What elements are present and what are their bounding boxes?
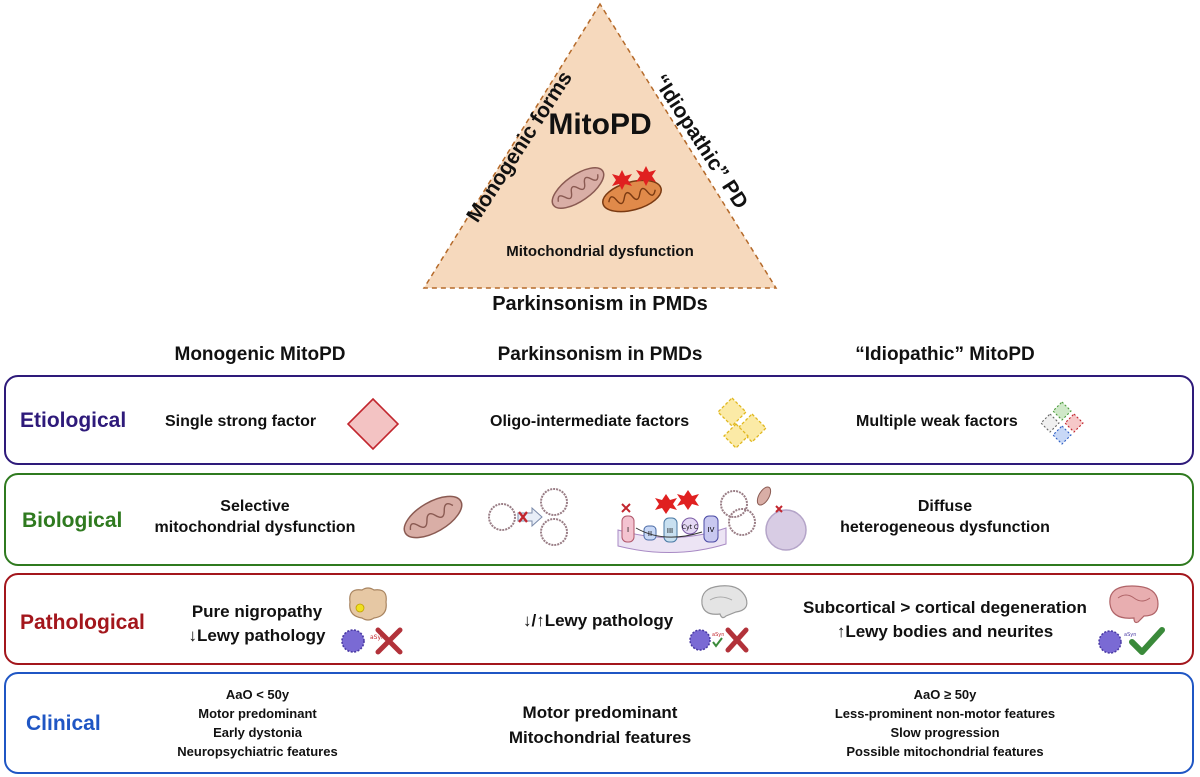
pathological-monogenic-text: Pure nigropathy ↓Lewy pathology: [182, 600, 332, 648]
cross-icon: [725, 627, 749, 653]
biological-idiopathic-line2: heterogeneous dysfunction: [840, 518, 1050, 536]
column-header-pmds: Parkinsonism in PMDs: [497, 344, 703, 365]
biological-row: [4, 473, 1194, 566]
complex-label: Cyt C: [682, 524, 698, 531]
etiological-monogenic-text: Single strong factor: [165, 413, 317, 430]
complex-label: IV: [708, 526, 715, 534]
biological-monogenic-line1: Selective: [220, 498, 290, 515]
mtdna-replication-blocked-icon: [488, 488, 568, 546]
pathological-row: [4, 573, 1194, 665]
brain-lateral-icon: [1109, 585, 1159, 624]
clinical-monogenic-line: Early dystonia: [213, 724, 302, 740]
clinical-monogenic-line: Motor predominant: [198, 705, 317, 721]
pathological-idiopathic-line1: Subcortical > cortical degeneration: [803, 598, 1087, 617]
asyn-present-icon: aSyn: [1098, 627, 1165, 655]
biological-idiopathic-line1: Diffuse: [917, 498, 973, 515]
etiological-pmds-text: Oligo-intermediate factors: [490, 413, 690, 430]
asyn-label: aSyn: [370, 634, 385, 641]
midbrain-icon: [349, 587, 387, 621]
etiological-idiopathic-text: Multiple weak factors: [856, 413, 1018, 430]
clinical-row-label: Clinical: [26, 712, 101, 735]
pathological-idiopathic-line2: ↑Lewy bodies and neurites: [836, 621, 1054, 641]
ros-burst-icon: [612, 170, 632, 190]
clinical-idiopathic-text: AaO ≥ 50y Less-prominent non-motor featu…: [815, 686, 1075, 761]
asyn-absent-icon: aSyn: [341, 627, 403, 655]
triangle-diagram: [422, 2, 778, 289]
check-icon: [1129, 627, 1165, 655]
ros-burst-icon: [636, 166, 656, 186]
triangle-base-label: Parkinsonism in PMDs: [492, 293, 708, 315]
damaged-mtdna-circles-icon: [720, 486, 807, 551]
clinical-idiopathic-line: AaO ≥ 50y: [913, 687, 977, 702]
pathological-row-label: Pathological: [20, 611, 145, 634]
clinical-pmds-text: Motor predominant Mitochondrial features: [495, 701, 705, 750]
biological-idiopathic-text: Diffuse heterogeneous dysfunction: [830, 497, 1060, 539]
clinical-pmds-line: Motor predominant: [522, 703, 678, 722]
clinical-row: [4, 672, 1194, 774]
biological-monogenic-text: Selective mitochondrial dysfunction: [145, 497, 365, 539]
brain-sagittal-icon: [701, 585, 748, 619]
complex-label: I: [627, 526, 629, 534]
clinical-monogenic-line: AaO < 50y: [225, 687, 290, 702]
pathological-monogenic-line2: ↓Lewy pathology: [188, 625, 326, 645]
triangle-center-caption: Mitochondrial dysfunction: [506, 243, 694, 260]
clinical-monogenic-text: AaO < 50y Motor predominant Early dyston…: [160, 686, 355, 761]
multiple-diamonds-icon: [1040, 401, 1084, 445]
clinical-idiopathic-line: Slow progression: [890, 724, 1000, 740]
triangle-title: MitoPD: [548, 108, 652, 141]
triangle-shape: [422, 2, 778, 289]
asyn-label: aSyn: [1124, 632, 1136, 638]
biological-monogenic-line2: mitochondrial dysfunction: [154, 518, 356, 536]
etiological-row-label: Etiological: [20, 409, 127, 432]
healthy-mitochondrion-icon: [403, 495, 463, 539]
ros-burst-icon: [677, 490, 699, 510]
column-header-monogenic: Monogenic MitoPD: [174, 344, 346, 365]
column-header-idiopathic: “Idiopathic” MitoPD: [855, 344, 1035, 365]
healthy-mitochondrion-icon: [551, 167, 605, 209]
asyn-variable-icon: aSyn: [689, 627, 749, 653]
single-diamond-icon: [346, 397, 400, 451]
etiological-row: [4, 375, 1194, 465]
complex-label: III: [667, 527, 673, 535]
pathological-idiopathic-text: Subcortical > cortical degeneration ↑Lew…: [795, 596, 1095, 644]
biological-row-label: Biological: [22, 509, 123, 532]
cross-icon: [375, 627, 403, 655]
clinical-pmds-line: Mitochondrial features: [508, 727, 692, 747]
pathological-pmds-text: ↓/↑Lewy pathology: [523, 611, 674, 630]
pathological-monogenic-line1: Pure nigropathy: [191, 602, 323, 621]
oligo-diamonds-icon: [717, 397, 767, 449]
ros-burst-icon: [655, 494, 677, 514]
check-icon: [712, 637, 723, 648]
clinical-idiopathic-line: Less-prominent non-motor features: [834, 705, 1056, 721]
asyn-label: aSyn: [712, 632, 724, 638]
clinical-idiopathic-line: Possible mitochondrial features: [846, 743, 1044, 759]
electron-transport-chain-icon: I II III Cyt C IV: [617, 490, 727, 554]
clinical-monogenic-line: Neuropsychiatric features: [177, 743, 338, 759]
